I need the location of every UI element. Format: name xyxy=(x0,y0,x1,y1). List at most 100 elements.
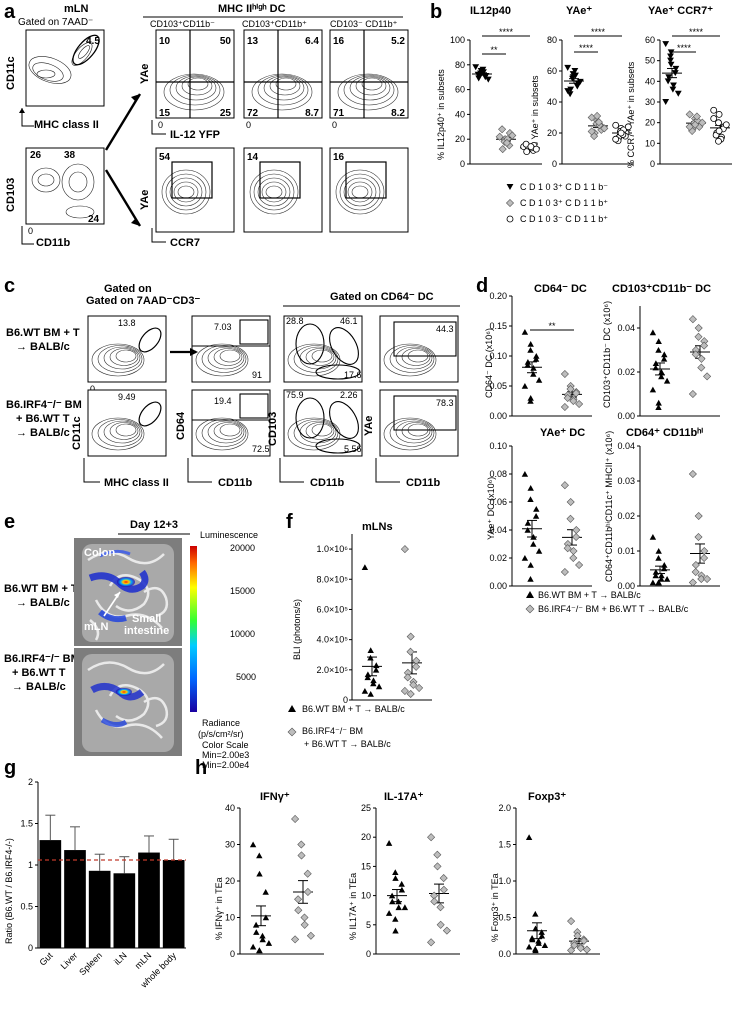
data-point xyxy=(576,944,585,953)
data-point xyxy=(573,83,581,90)
data-point xyxy=(692,112,701,121)
c-row1-label-1: B6.WT BM + T xyxy=(6,327,80,339)
d-ylabel-1: CD64⁻ DC (x10⁶) xyxy=(484,328,494,398)
gate-value-26: 26 xyxy=(30,150,42,161)
data-point xyxy=(392,875,399,881)
bar xyxy=(64,850,86,948)
c-axis-cd11b-2: CD11b xyxy=(310,477,345,489)
data-point xyxy=(367,654,374,661)
f-legend-2: B6.IRF4⁻/⁻ BM xyxy=(302,726,363,736)
data-point xyxy=(572,389,581,398)
b-title-2: YAe⁺ xyxy=(566,5,592,17)
y-tick-label: 30 xyxy=(225,840,235,850)
data-point xyxy=(256,870,263,877)
data-point xyxy=(652,360,660,366)
data-point xyxy=(649,579,657,586)
data-point xyxy=(655,579,662,586)
bar xyxy=(88,870,111,948)
contour xyxy=(383,343,437,377)
legend-marker-circle xyxy=(506,215,514,223)
colorbar-unit-1: Radiance xyxy=(202,718,240,728)
quadrant-value: 5.2 xyxy=(391,36,405,47)
contour xyxy=(97,419,143,447)
data-point xyxy=(575,399,584,409)
zero-label: 0 xyxy=(246,120,251,130)
data-point xyxy=(392,869,399,876)
data-point xyxy=(372,666,380,673)
d-ylabel-2: CD103⁺CD11b⁻ DC (x10⁶) xyxy=(602,301,612,408)
data-point xyxy=(474,71,482,78)
data-point xyxy=(524,362,531,368)
data-point xyxy=(670,82,677,89)
data-point xyxy=(532,356,540,362)
data-point xyxy=(259,932,266,939)
gate-value: 5.56 xyxy=(344,444,362,454)
y-tick-label: 0.10 xyxy=(489,351,507,361)
contour xyxy=(115,349,137,363)
data-point xyxy=(249,943,257,950)
contour xyxy=(161,169,211,215)
data-point xyxy=(663,377,671,384)
panel-letter-e: e xyxy=(4,511,15,533)
data-point xyxy=(262,888,269,895)
contour xyxy=(187,77,209,91)
data-point xyxy=(691,120,700,129)
contour xyxy=(305,348,335,366)
data-point xyxy=(524,527,531,533)
b-ylabel-1: % IL12p40⁺ in subsets xyxy=(436,69,446,160)
contour xyxy=(169,74,221,106)
gate-value: 54 xyxy=(159,152,171,163)
data-point xyxy=(433,862,442,871)
data-point xyxy=(532,513,540,519)
contour xyxy=(305,422,335,440)
contour xyxy=(339,173,381,211)
category-label: iLN xyxy=(112,950,129,967)
contour xyxy=(249,169,299,215)
data-point xyxy=(600,124,609,133)
y-tick-label: 20 xyxy=(645,118,655,128)
ccr7-gate xyxy=(345,161,387,199)
data-point xyxy=(508,131,517,140)
chart-d_cd103: 0.000.020.04 xyxy=(617,306,720,421)
panel-letter-g: g xyxy=(4,757,16,779)
data-point xyxy=(572,532,581,542)
data-point xyxy=(521,471,529,477)
data-point xyxy=(694,511,703,521)
data-point xyxy=(661,562,668,568)
quadrant-value: 72 xyxy=(247,108,259,119)
contour xyxy=(395,346,433,370)
d-legend-2: B6.IRF4⁻/⁻ BM + B6.WT T → BALB/c xyxy=(538,604,689,614)
c-axis-cd11b-1: CD11b xyxy=(218,477,253,489)
data-point xyxy=(667,61,675,68)
data-point xyxy=(253,929,260,935)
panel-d: CD64⁻ DC CD103⁺CD11b⁻ DC YAe⁺ DC CD64⁺ C… xyxy=(484,283,711,614)
data-point xyxy=(524,520,532,526)
data-point xyxy=(527,341,534,347)
colorbar-tick-5000: 5000 xyxy=(236,672,256,682)
data-point xyxy=(427,833,436,842)
gate-ellipse xyxy=(329,401,359,439)
contour xyxy=(165,173,207,211)
colorbar-unit-4: Min=2.00e3 xyxy=(202,750,249,760)
quadrant-value: 16 xyxy=(333,36,345,47)
data-point xyxy=(564,88,572,95)
data-point xyxy=(306,931,315,940)
data-point xyxy=(593,111,602,120)
data-point xyxy=(297,851,306,860)
data-point xyxy=(660,355,668,362)
y-tick-label: 1.0×10⁶ xyxy=(317,544,349,554)
subset-label-3: CD103⁻ CD11b⁺ xyxy=(330,19,398,29)
luminescence-colorbar xyxy=(190,546,197,712)
data-point xyxy=(527,562,534,568)
gate-ellipse xyxy=(295,323,325,365)
gate-value-top: 4.5 xyxy=(86,36,100,47)
mln-title: mLN xyxy=(64,3,89,15)
chart-d_yae: 0.000.020.040.060.080.10 xyxy=(489,441,592,591)
bli-image-wt: Colon mLN Small intestine xyxy=(74,538,182,646)
f-ylabel: BLI (photons/s) xyxy=(292,599,302,660)
axis-yae-1: YAe xyxy=(139,64,151,84)
y-tick-label: 0.02 xyxy=(617,511,635,521)
gate-value-24: 24 xyxy=(88,214,100,225)
data-point xyxy=(533,353,540,359)
data-point xyxy=(573,931,582,940)
